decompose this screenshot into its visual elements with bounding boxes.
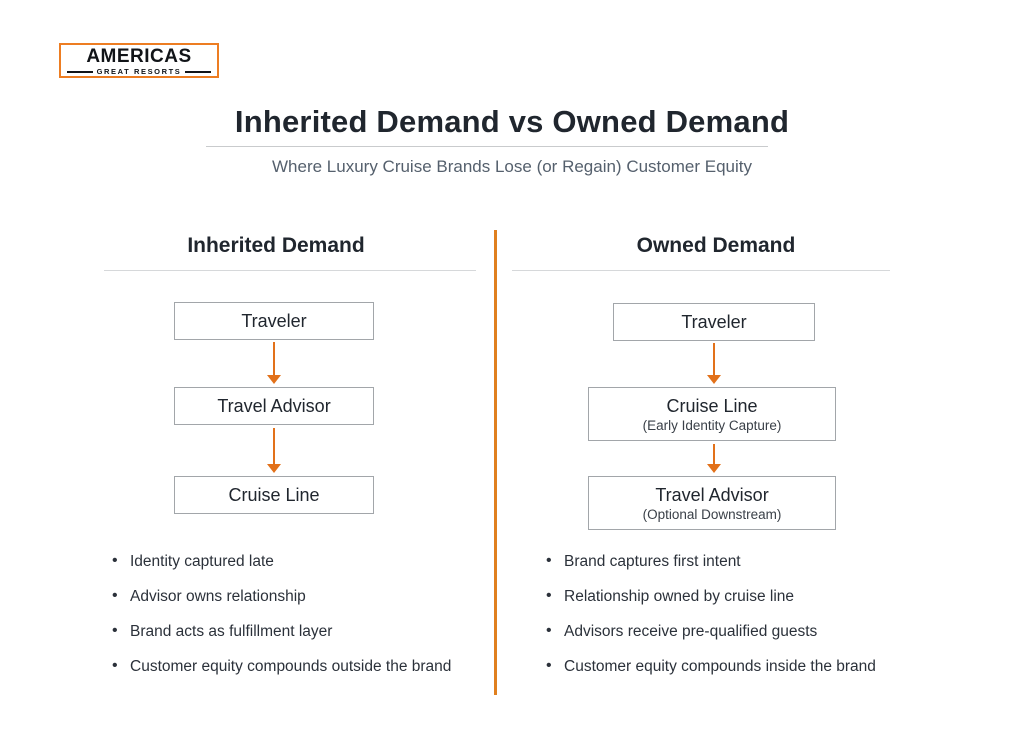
arrow-head-icon [707,464,721,473]
flow-arrow-right-2 [707,444,721,474]
flow-box-left-1: Traveler [174,302,374,340]
flow-box-label: Traveler [681,312,747,332]
column-heading-inherited: Inherited Demand [187,234,365,257]
logo-tagline: GREAT RESORTS [96,67,182,76]
title-divider [206,146,768,147]
flow-box-label: Travel Advisor [655,484,769,505]
list-item: Brand acts as fulfillment layer [108,620,488,656]
brand-logo: AMERICAS GREAT RESORTS [59,43,219,78]
arrow-head-icon [267,375,281,384]
flow-box-right-1: Traveler [613,303,815,341]
arrow-head-icon [267,464,281,473]
list-item: Identity captured late [108,550,488,586]
list-item: Advisor owns relationship [108,585,488,621]
flow-box-right-2: Cruise Line (Early Identity Capture) [588,387,836,441]
logo-rule-right [185,70,211,73]
arrow-shaft [273,342,275,376]
arrow-shaft [713,444,715,465]
logo-wordmark: AMERICAS [86,46,192,67]
vertical-divider [494,230,497,695]
flow-box-label: Traveler [241,311,307,331]
flow-box-label: Travel Advisor [217,396,331,416]
flow-arrow-right-1 [707,343,721,385]
arrow-shaft [713,343,715,376]
bullet-list-inherited: Identity captured late Advisor owns rela… [108,550,488,691]
column-rule-right [512,270,890,271]
column-rule-left [104,270,476,271]
logo-rule-left [67,70,93,73]
page-subtitle: Where Luxury Cruise Brands Lose (or Rega… [272,157,752,176]
flow-box-left-3: Cruise Line [174,476,374,514]
flow-box-left-2: Travel Advisor [174,387,374,425]
list-item: Customer equity compounds outside the br… [108,655,488,691]
list-item: Relationship owned by cruise line [542,585,932,621]
flow-box-label: Cruise Line [228,485,320,505]
arrow-shaft [273,428,275,465]
page-title: Inherited Demand vs Owned Demand [234,104,790,139]
arrow-head-icon [707,375,721,384]
flow-box-sublabel: (Early Identity Capture) [642,417,782,433]
flow-arrow-left-2 [267,428,281,474]
bullet-list-owned: Brand captures first intent Relationship… [542,550,932,691]
flow-box-label: Cruise Line [666,395,758,416]
flow-box-right-3: Travel Advisor (Optional Downstream) [588,476,836,530]
list-item: Advisors receive pre-qualified guests [542,620,932,656]
logo-tagline-row: GREAT RESORTS [67,67,211,76]
column-heading-owned: Owned Demand [636,234,796,257]
flow-arrow-left-1 [267,342,281,385]
list-item: Brand captures first intent [542,550,932,586]
list-item: Customer equity compounds inside the bra… [542,655,932,691]
flow-box-sublabel: (Optional Downstream) [642,506,782,522]
